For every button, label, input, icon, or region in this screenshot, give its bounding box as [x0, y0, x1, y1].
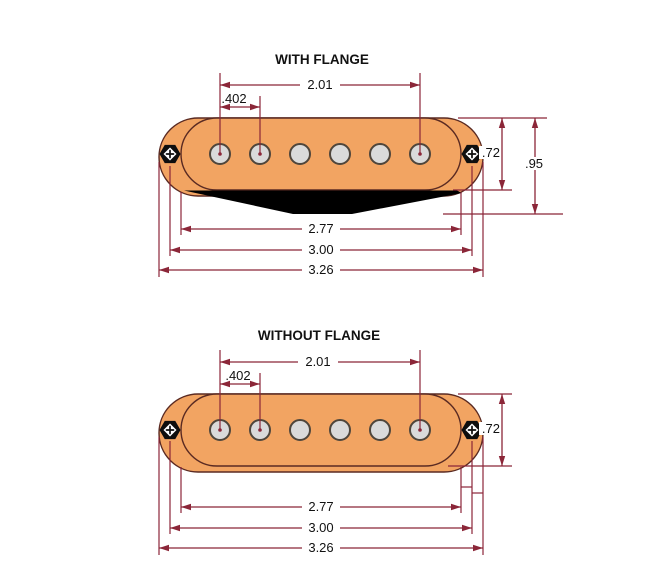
- flange-shadow-wedge: [184, 190, 462, 214]
- pickup-cover: [180, 117, 462, 191]
- dimension-pole-span: 2.01: [218, 350, 422, 432]
- dimension-label: 3.00: [308, 520, 333, 535]
- diagram-without-flange: WITHOUT FLANGE: [158, 328, 512, 555]
- pickup-body: [158, 393, 484, 473]
- dimension-label: .95: [525, 156, 543, 171]
- dimension-cover-length: 2.77: [180, 192, 462, 236]
- diagram-title: WITH FLANGE: [275, 52, 369, 67]
- dimension-label: 3.26: [308, 262, 333, 277]
- dimension-label: 2.01: [307, 77, 332, 92]
- pole-piece: [329, 143, 351, 165]
- dimension-pole-span: 2.01: [218, 73, 422, 156]
- dimension-label: 3.26: [308, 540, 333, 555]
- dimension-height-with-flange: .95: [443, 118, 563, 215]
- dimension-overall-length: 3.26: [158, 437, 484, 555]
- dimension-label: 2.77: [308, 499, 333, 514]
- dimension-label: .402: [221, 91, 246, 106]
- pole-piece: [369, 143, 391, 165]
- mount-screw-left: [159, 144, 181, 164]
- dimension-label: 2.77: [308, 221, 333, 236]
- pole-piece: [289, 419, 311, 441]
- pole-pieces: [209, 143, 431, 165]
- pole-piece: [329, 419, 351, 441]
- dimension-label: .402: [225, 368, 250, 383]
- dimension-label: 3.00: [308, 242, 333, 257]
- pole-piece: [289, 143, 311, 165]
- mount-screw-right: [461, 420, 483, 440]
- diagram-with-flange: WITH FLANGE: [158, 52, 563, 277]
- dimension-label: .72: [482, 145, 500, 160]
- pole-piece: [369, 419, 391, 441]
- dimension-pole-pitch: .402: [220, 368, 262, 432]
- dimension-label: 2.01: [305, 354, 330, 369]
- dimension-overall-length: 3.26: [158, 162, 484, 277]
- pickup-cover: [180, 393, 462, 467]
- pickup-body: [158, 117, 484, 214]
- dimension-mount-hole-spacing: 3.00: [169, 166, 473, 257]
- diagram-title: WITHOUT FLANGE: [258, 328, 380, 343]
- dimension-cover-length: 2.77: [180, 467, 462, 514]
- dimension-mount-hole-spacing: 3.00: [169, 441, 483, 535]
- pole-pieces: [209, 419, 431, 441]
- dimension-pole-pitch: .402: [220, 91, 262, 156]
- dimension-height: .72: [448, 393, 512, 467]
- mount-screw-left: [159, 420, 181, 440]
- mount-screw-right: [461, 144, 483, 164]
- dimension-label: .72: [482, 421, 500, 436]
